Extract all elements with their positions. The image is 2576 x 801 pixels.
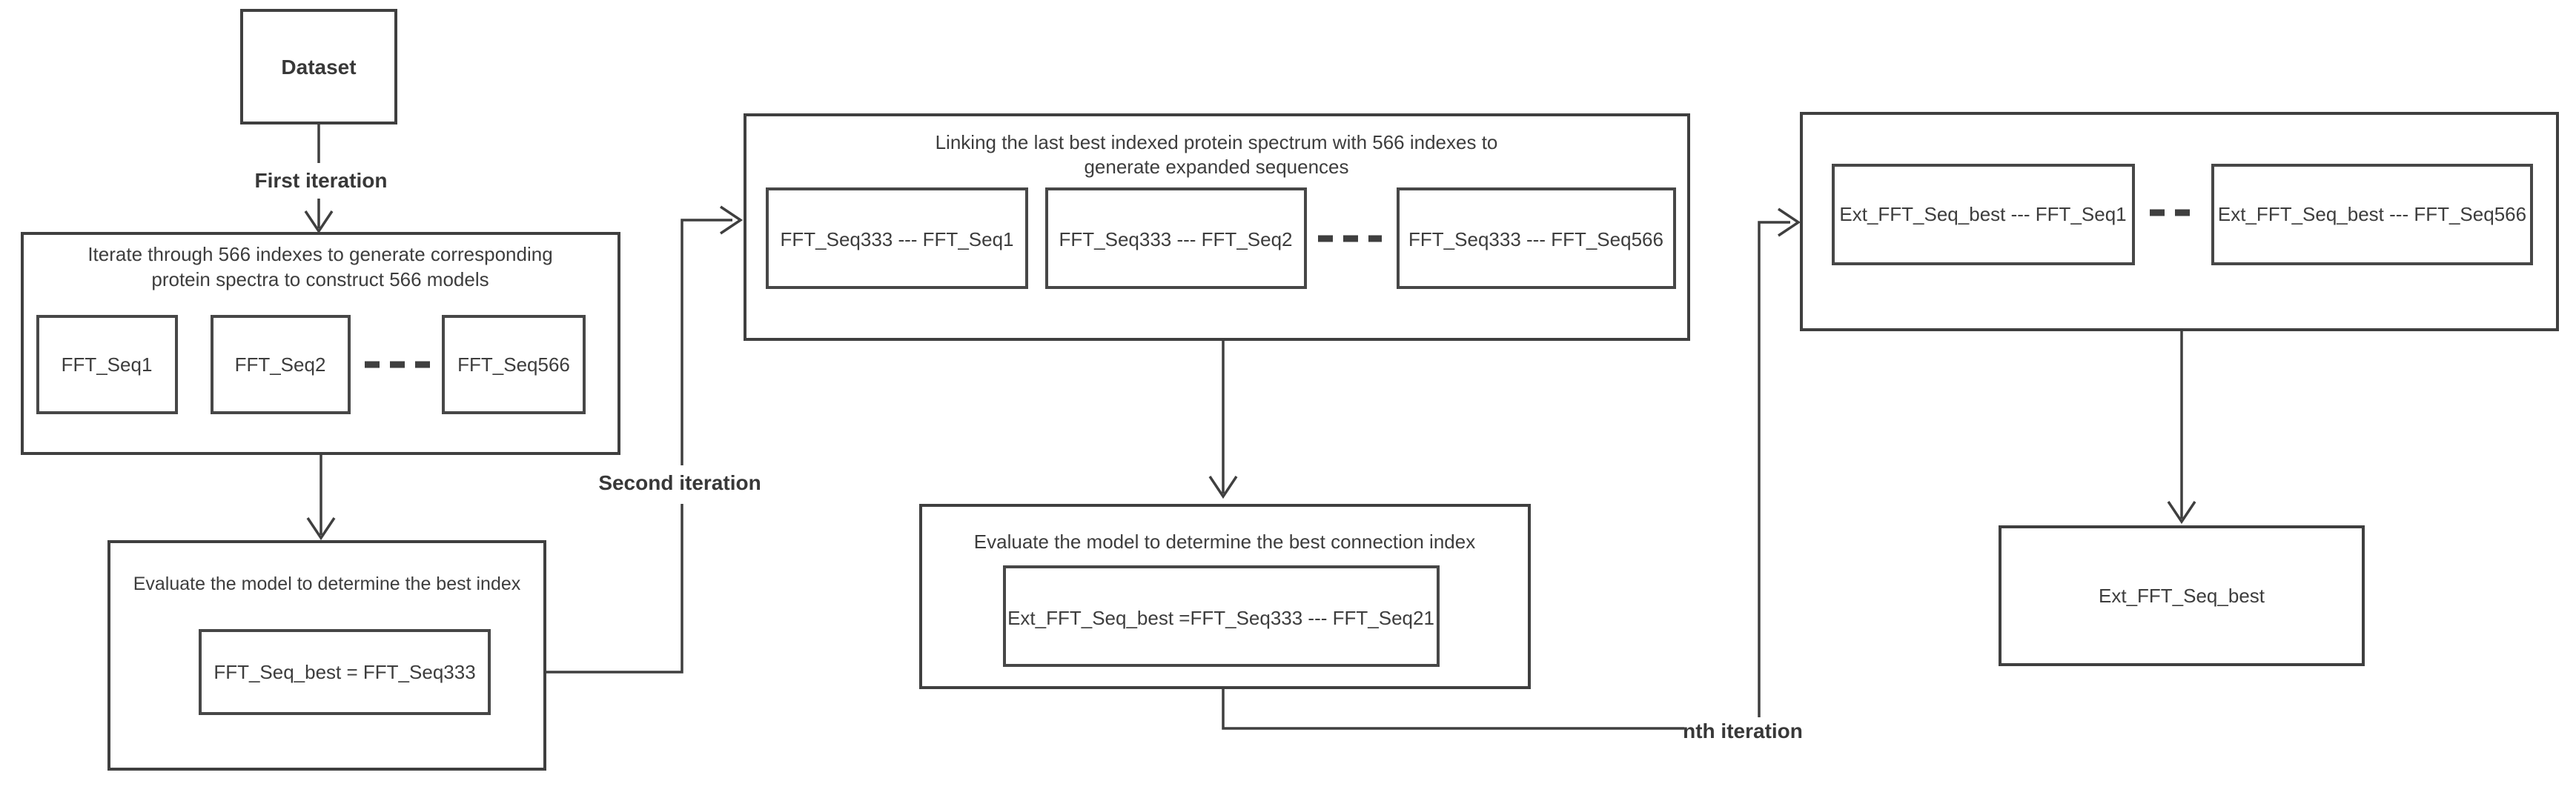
link-label-seq333-seq566: FFT_Seq333 --- FFT_Seq566 [1408,228,1663,250]
evaluate-best-index-node: Evaluate the model to determine the best… [107,540,546,771]
nth-iteration-elbow-upper [1758,221,1790,717]
model-label-fft-seq1: FFT_Seq1 [62,353,153,376]
arrowhead-down-icon [2167,501,2196,525]
first-iteration-arrow: First iteration [255,123,388,234]
linking-node: Linking the last best indexed protein sp… [744,113,1690,341]
linking-to-evaluate-arrow [1208,339,1238,499]
connection-result-box [1003,565,1440,667]
evaluate-connection-title: Evaluate the model to determine the best… [974,531,1475,553]
dataset-box [240,9,397,124]
ext-box-seq1 [1832,164,2135,265]
ext-box-seq566 [2211,164,2533,265]
arrowhead-down-icon [306,517,336,541]
second-iteration-label: Second iteration [598,471,761,494]
model-box-fft-seq566 [442,315,586,414]
ext-label-seq566: Ext_FFT_Seq_best --- FFT_Seq566 [2218,203,2526,225]
final-label: Ext_FFT_Seq_best [2099,585,2265,607]
arrowhead-down-icon [304,210,334,234]
expanded-to-final-arrow [2167,330,2196,525]
link-label-seq333-seq2: FFT_Seq333 --- FFT_Seq2 [1059,228,1293,250]
model-label-fft-seq566: FFT_Seq566 [457,353,570,376]
nth-iteration-elbow-lower [1222,688,1684,730]
arrowhead-down-icon [1208,476,1238,499]
final-box [1999,525,2365,666]
dataset-label: Dataset [281,56,356,79]
connection-result-label: Ext_FFT_Seq_best =FFT_Seq333 --- FFT_Seq… [1007,607,1434,629]
link-box-seq333-seq566 [1397,187,1676,289]
nth-iteration-label: nth iteration [1683,719,1803,742]
second-iteration-connector: Second iteration [545,205,761,674]
linking-title-line2: generate expanded sequences [1084,156,1348,178]
link-box-seq333-seq2 [1045,187,1307,289]
expanded-sequences-node: Ext_FFT_Seq_best --- FFT_Seq1 Ext_FFT_Se… [1800,112,2559,331]
linking-title-line1: Linking the last best indexed protein sp… [936,131,1498,153]
model-box-fft-seq2 [211,315,351,414]
evaluate-best-index-title: Evaluate the model to determine the best… [133,574,521,594]
final-node: Ext_FFT_Seq_best [1999,525,2365,666]
second-iteration-elbow-upper [681,219,732,465]
link-box-seq333-seq1 [766,187,1028,289]
arrowhead-right-icon [720,205,744,235]
iterate-models-node: Iterate through 566 indexes to generate … [21,232,620,455]
model-label-fft-seq2: FFT_Seq2 [235,353,326,376]
model-box-fft-seq1 [36,315,178,414]
link-label-seq333-seq1: FFT_Seq333 --- FFT_Seq1 [781,228,1014,250]
first-iteration-label: First iteration [255,169,388,192]
iterate-models-title-line2: protein spectra to construct 566 models [151,268,489,290]
second-iteration-elbow-lower [545,504,683,674]
best-index-result-label: FFT_Seq_best = FFT_Seq333 [213,661,475,683]
arrowhead-right-icon [1778,207,1801,237]
iterate-models-title-line1: Iterate through 566 indexes to generate … [87,243,552,265]
nth-iteration-connector: nth iteration [1222,207,1803,742]
evaluate-connection-node: Evaluate the model to determine the best… [919,504,1531,689]
iterate-to-evaluate-arrow [306,453,336,541]
best-index-result-box [199,629,491,715]
ext-label-seq1: Ext_FFT_Seq_best --- FFT_Seq1 [1839,203,2126,225]
dataset-node: Dataset [240,9,397,124]
